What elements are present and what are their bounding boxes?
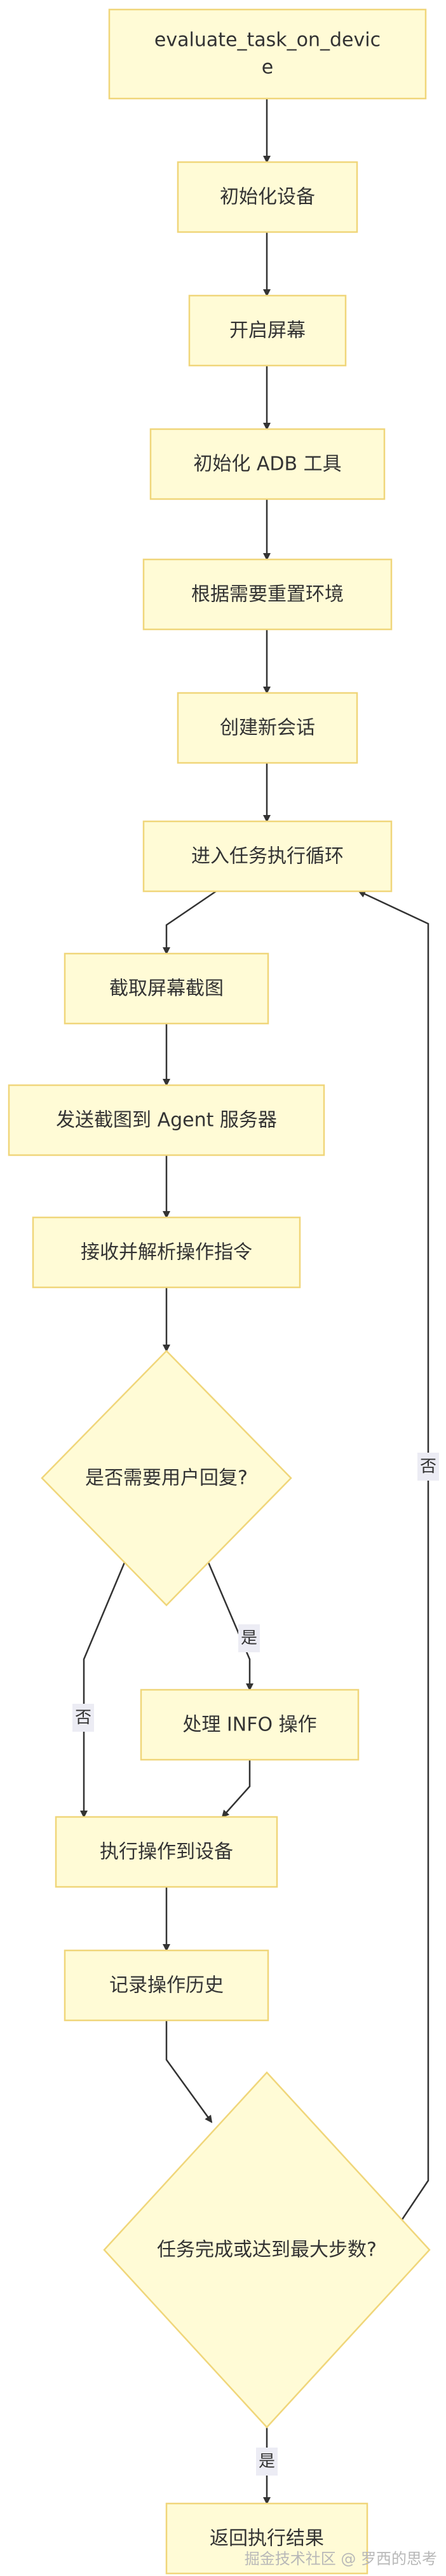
edge-label-no-loop: 否 — [417, 1453, 439, 1481]
svg-text:进入任务执行循环: 进入任务执行循环 — [191, 846, 344, 868]
svg-text:e: e — [262, 57, 273, 79]
svg-text:创建新会话: 创建新会话 — [220, 717, 315, 739]
svg-text:根据需要重置环境: 根据需要重置环境 — [191, 584, 344, 606]
node-loop: 进入任务执行循环 — [142, 820, 393, 893]
node-done-check: 任务完成或达到最大步数? — [103, 2071, 431, 2429]
svg-text:初始化 ADB 工具: 初始化 ADB 工具 — [193, 453, 341, 476]
svg-text:否: 否 — [75, 1708, 91, 1727]
svg-text:记录操作历史: 记录操作历史 — [109, 1975, 224, 1997]
edge-label-no-execute: 否 — [72, 1704, 94, 1732]
edge-info-execute — [221, 1760, 251, 1818]
svg-text:否: 否 — [420, 1457, 436, 1476]
edge-label-yes-result: 是 — [256, 2448, 278, 2476]
svg-text:返回执行结果: 返回执行结果 — [210, 2528, 324, 2550]
node-need-reply: 是否需要用户回复? — [41, 1350, 292, 1607]
svg-text:执行操作到设备: 执行操作到设备 — [100, 1841, 233, 1863]
node-init-adb: 初始化 ADB 工具 — [149, 428, 386, 500]
edge-need-reply-execute — [80, 1559, 127, 1818]
node-history: 记录操作历史 — [64, 1949, 269, 2022]
node-screenshot: 截取屏幕截图 — [64, 952, 269, 1025]
node-new-session: 创建新会话 — [177, 692, 358, 764]
svg-text:evaluate_task_on_devic: evaluate_task_on_devic — [154, 29, 381, 51]
edge-need-reply-info — [206, 1559, 253, 1691]
node-execute: 执行操作到设备 — [55, 1816, 278, 1888]
svg-text:任务完成或达到最大步数?: 任务完成或达到最大步数? — [157, 2239, 377, 2261]
svg-text:接收并解析操作指令: 接收并解析操作指令 — [81, 1242, 252, 1264]
svg-text:是否需要用户回复?: 是否需要用户回复? — [85, 1467, 248, 1490]
node-init-device: 初始化设备 — [177, 161, 358, 233]
node-info: 处理 INFO 操作 — [140, 1689, 360, 1761]
node-evaluate: evaluate_task_on_devic e — [108, 8, 427, 100]
svg-text:开启屏幕: 开启屏幕 — [229, 320, 306, 342]
svg-text:发送截图到 Agent 服务器: 发送截图到 Agent 服务器 — [56, 1109, 277, 1132]
node-parse: 接收并解析操作指令 — [32, 1216, 301, 1289]
svg-text:截取屏幕截图: 截取屏幕截图 — [109, 978, 224, 1000]
svg-text:初始化设备: 初始化设备 — [220, 186, 315, 209]
svg-text:是: 是 — [241, 1629, 257, 1648]
svg-text:处理 INFO 操作: 处理 INFO 操作 — [182, 1714, 316, 1736]
edge-done-check-loop — [358, 890, 429, 2276]
svg-text:是: 是 — [259, 2452, 275, 2471]
edge-label-yes-info: 是 — [238, 1624, 260, 1652]
edge-loop-screenshot — [163, 890, 217, 955]
node-reset-env: 根据需要重置环境 — [142, 558, 393, 631]
node-result: 返回执行结果 — [165, 2502, 368, 2575]
watermark: 掘金技术社区 @ 罗西的思考 — [244, 2550, 437, 2568]
edge-history-done-check — [165, 2020, 213, 2123]
node-screen-on: 开启屏幕 — [188, 294, 347, 367]
node-send: 发送截图到 Agent 服务器 — [8, 1084, 325, 1156]
